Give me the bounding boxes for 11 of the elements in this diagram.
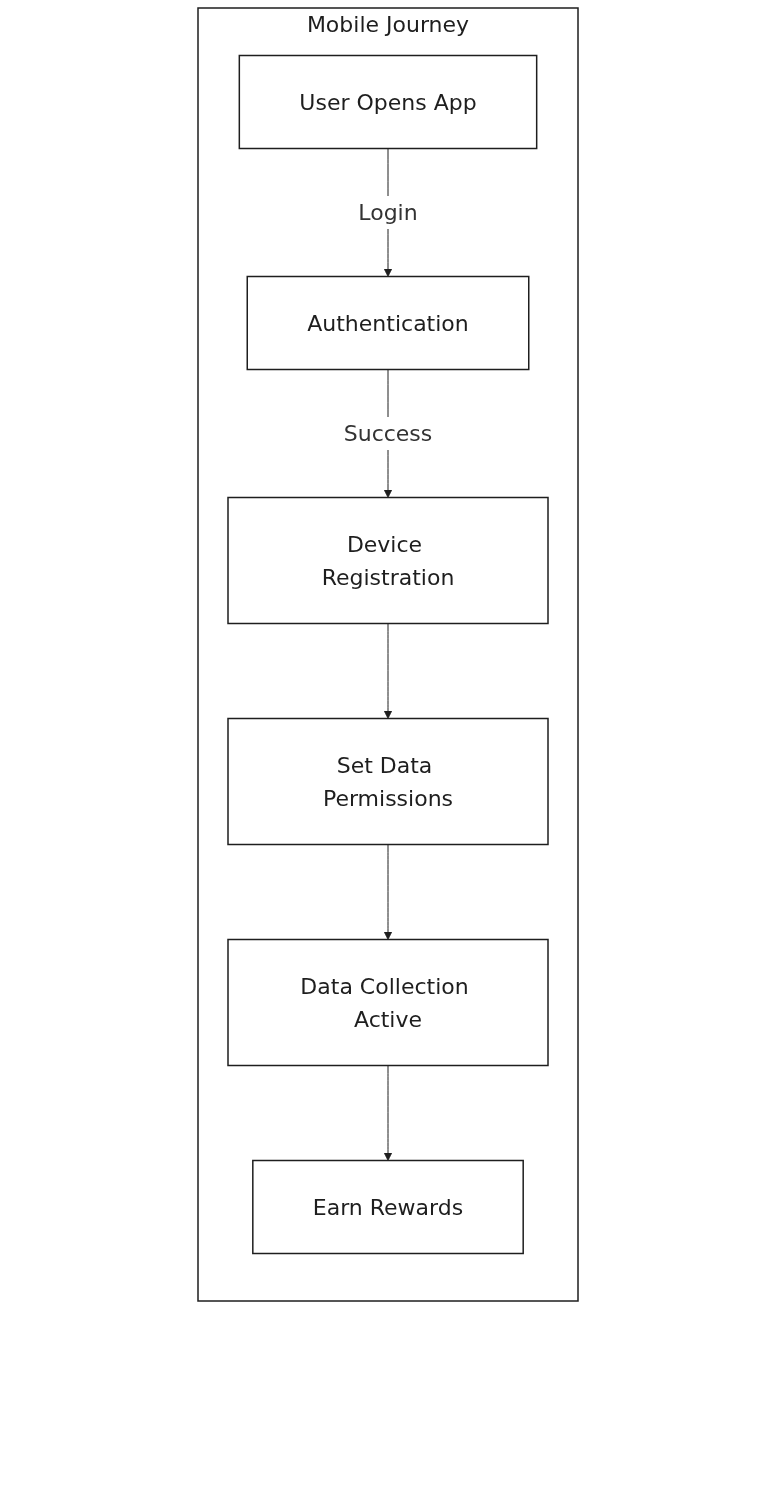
node-box: User Opens App (238, 54, 538, 150)
arrow (383, 844, 393, 940)
arrow (383, 623, 393, 719)
node-box: Authentication (246, 275, 530, 371)
arrow (383, 1065, 393, 1161)
node-box: Set Data Permissions (227, 717, 549, 846)
edge-label: Login (358, 200, 418, 225)
node-box: Data Collection Active (227, 938, 549, 1067)
edge-label: Success (343, 421, 433, 446)
node-box: Device Registration (227, 496, 549, 625)
node-box: Earn Rewards (252, 1159, 524, 1255)
